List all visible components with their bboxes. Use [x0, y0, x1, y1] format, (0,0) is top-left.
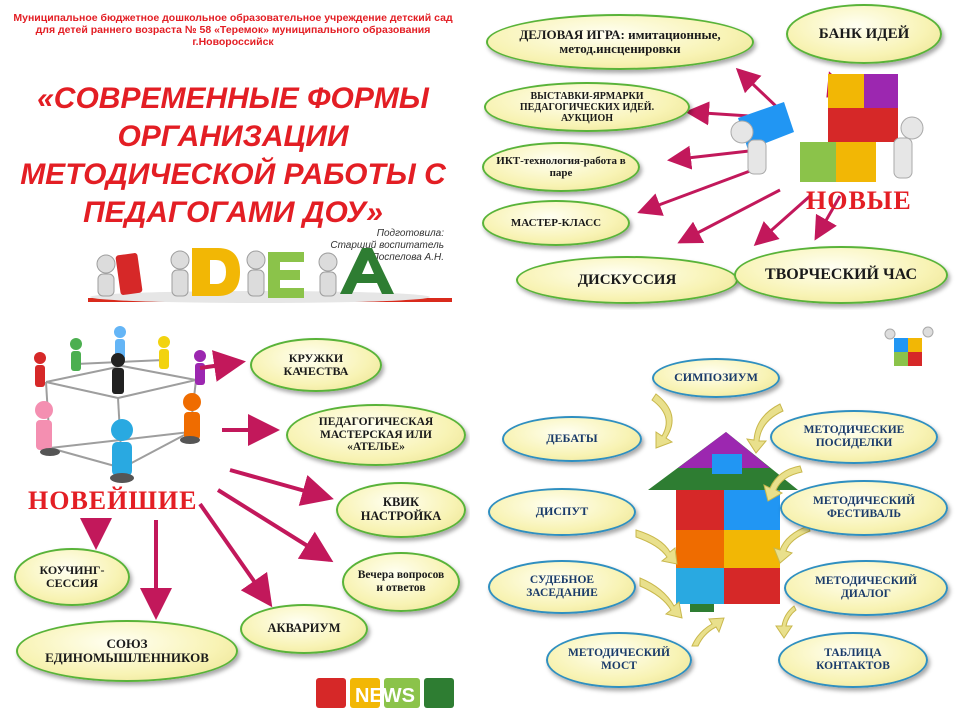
people-figures	[34, 326, 206, 483]
item-methodical-bridge: МЕТОДИЧЕСКИЙ МОСТ	[546, 632, 692, 688]
institution-name: Муниципальное бюджетное дошкольное образ…	[13, 12, 453, 48]
idea-illustration	[88, 248, 452, 303]
small-puzzle-people	[884, 326, 934, 366]
prepared-by: Подготовила: Старший воспитатель Поспело…	[330, 228, 444, 264]
item-court-session: СУДЕБНОЕ ЗАСЕДАНИЕ	[488, 560, 636, 614]
new-forms-arrows	[637, 67, 924, 246]
item-qa-evenings: Вечера вопросов и ответов	[342, 552, 460, 612]
item-methodical-festival: МЕТОДИЧЕСКИЙ ФЕСТИВАЛЬ	[780, 480, 948, 536]
item-business-game: ДЕЛОВАЯ ИГРА: имитационные, метод.инсцен…	[486, 14, 754, 70]
presentation-title: «СОВРЕМЕННЫЕ ФОРМЫ ОРГАНИЗАЦИИ МЕТОДИЧЕС…	[20, 82, 446, 229]
item-coaching-session: КОУЧИНГ-СЕССИЯ	[14, 548, 130, 606]
prepared-by-label: Подготовила:	[376, 228, 444, 239]
item-like-minded-union: СОЮЗ ЕДИНОМЫШЛЕННИКОВ	[16, 620, 238, 682]
item-dispute: ДИСПУТ	[488, 488, 636, 536]
item-aquarium: АКВАРИУМ	[240, 604, 368, 654]
network-illustration	[34, 326, 334, 620]
puzzle-people-illustration	[730, 74, 924, 182]
new-heading: НОВЫЕ	[806, 186, 912, 215]
item-quality-circles: КРУЖКИ КАЧЕСТВА	[250, 338, 382, 392]
item-methodical-gatherings: МЕТОДИЧЕСКИЕ ПОСИДЕЛКИ	[770, 410, 938, 464]
item-methodical-dialogue: МЕТОДИЧЕСКИЙ ДИАЛОГ	[784, 560, 948, 616]
item-symposium: СИМПОЗИУМ	[652, 358, 780, 398]
item-discussion: ДИСКУССИЯ	[516, 256, 738, 304]
item-pedagogical-workshop: ПЕДАГОГИЧЕСКАЯ МАСТЕРСКАЯ ИЛИ «АТЕЛЬЕ»	[286, 404, 466, 466]
item-debates: ДЕБАТЫ	[502, 416, 642, 462]
news-word-text: NEWS	[355, 685, 415, 707]
item-creative-hour: ТВОРЧЕСКИЙ ЧАС	[734, 246, 948, 304]
item-ideas-bank: БАНК ИДЕЙ	[786, 4, 942, 64]
item-quick-setup: КВИК НАСТРОЙКА	[336, 482, 466, 538]
idea-letters	[115, 248, 394, 298]
item-contacts-table: ТАБЛИЦА КОНТАКТОВ	[778, 632, 928, 688]
house-puzzle-illustration	[635, 326, 934, 647]
title-slide: Муниципальное бюджетное дошкольное образ…	[10, 8, 456, 308]
item-ict: ИКТ-технология-работа в паре	[482, 142, 640, 192]
prepared-by-name: Поспелова А.Н.	[371, 252, 444, 263]
newest-heading: НОВЕЙШИЕ	[28, 486, 198, 515]
news-word-art: NEWS	[316, 678, 454, 708]
item-master-class: МАСТЕР-КЛАСС	[482, 200, 630, 246]
item-exhibitions: ВЫСТАВКИ-ЯРМАРКИ ПЕДАГОГИЧЕСКИХ ИДЕЙ. АУ…	[484, 82, 690, 132]
house-puzzle-panel: СИМПОЗИУМ ДЕБАТЫ МЕТОДИЧЕСКИЕ ПОСИДЕЛКИ …	[480, 320, 960, 720]
new-forms-panel: ДЕЛОВАЯ ИГРА: имитационные, метод.инсцен…	[480, 0, 960, 310]
newest-forms-panel: НОВЕЙШИЕ КРУЖКИ КАЧЕСТВА ПЕДАГОГИЧЕСКАЯ …	[0, 320, 470, 720]
prepared-by-role: Старший воспитатель	[330, 240, 444, 251]
